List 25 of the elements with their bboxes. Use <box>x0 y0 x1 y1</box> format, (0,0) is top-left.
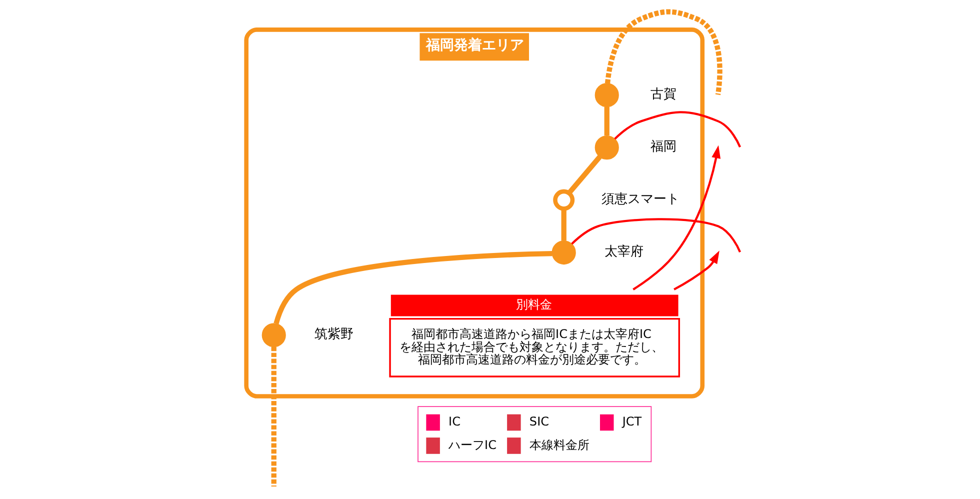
legend-label: 本線料金所 <box>529 438 590 452</box>
legend-label: JCT <box>622 414 642 429</box>
node-circle <box>594 83 619 108</box>
connector <box>567 155 602 195</box>
node-circle <box>594 136 619 160</box>
arrow <box>674 250 720 290</box>
node-label: 太宰府 <box>604 244 644 260</box>
legend-label: IC <box>448 414 460 429</box>
node-circle <box>262 323 286 348</box>
node-label: 福岡 <box>650 140 677 155</box>
node-circle <box>553 189 575 211</box>
legend-label: SIC <box>529 414 550 429</box>
legend-label: ハーフIC <box>448 438 496 452</box>
node-circle <box>552 240 576 265</box>
connector <box>571 218 742 252</box>
connector <box>271 346 276 487</box>
node-label: 須恵スマート <box>601 192 680 208</box>
connector <box>614 111 742 148</box>
connector <box>604 106 610 136</box>
node-label: 筑紫野 <box>314 327 354 342</box>
connector <box>604 9 722 96</box>
arrow <box>632 145 721 290</box>
connector <box>274 250 552 324</box>
node-label: 古賀 <box>650 87 677 102</box>
connector <box>561 208 566 241</box>
